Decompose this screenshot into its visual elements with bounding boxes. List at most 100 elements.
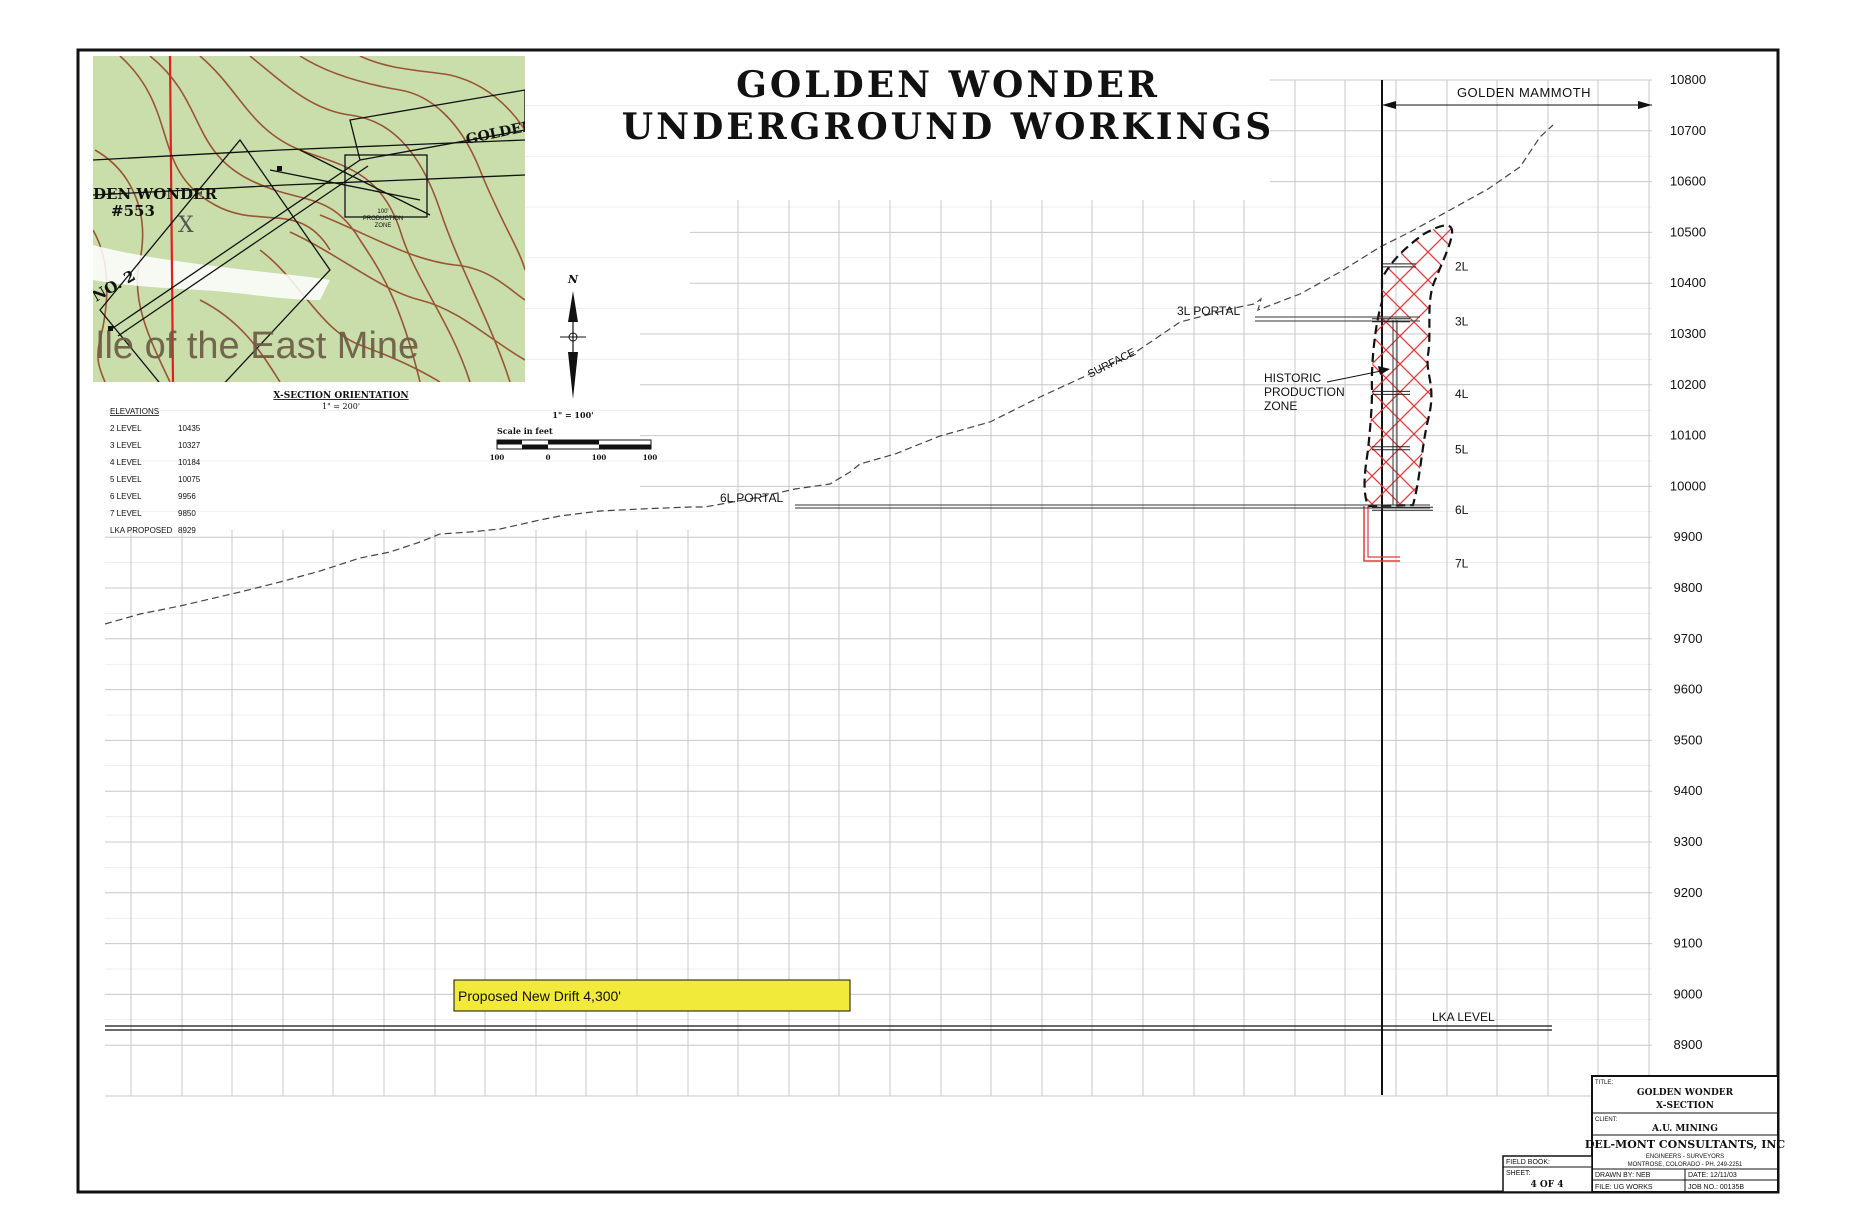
title-block-sheet-value: 4 OF 4 [1530,1180,1563,1190]
elev-row-label: 3 LEVEL [110,441,142,450]
scale-bar-tick: 0 [546,453,551,462]
level-label: 3L [1455,314,1469,328]
map-label-east-mine: lle of the East Mine [96,325,419,367]
inset-caption: X-SECTION ORIENTATION [273,391,408,401]
elevation-tick-label: 10800 [1670,72,1706,87]
elev-row-label: 7 LEVEL [110,509,142,518]
north-arrow-head [568,291,578,322]
inset-caption-scale: 1" = 200' [322,402,360,411]
elev-row-label: LKA PROPOSED [110,526,172,535]
scale-bar-tick: 100 [592,453,607,462]
historic-zone-label-1: HISTORIC [1264,371,1321,385]
map-red-line [168,56,175,382]
elev-row-value: 10435 [178,424,201,433]
portal-3l-label: 3L PORTAL [1177,304,1240,318]
portal-3l-drift: 3L PORTAL [1177,304,1420,322]
scale-bar-seg [522,444,548,449]
elevations-table: ELEVATIONS 2 LEVEL 10435 3 LEVEL 10327 4… [110,407,201,535]
elevation-tick-label: 10000 [1670,478,1706,493]
map-label-x: X [178,213,194,238]
elev-row-label: 5 LEVEL [110,475,142,484]
elevation-tick-label: 10700 [1670,123,1706,138]
scale-bar-title: Scale in feet [497,426,553,436]
elevation-tick-label: 9000 [1674,986,1703,1001]
map-label-production-zone-1: 100' [377,209,388,215]
title-block-firm-sub: ENGINEERS - SURVEYORS [1646,1154,1724,1160]
sheet-border [76,48,1780,1194]
scale-bar-seg [599,444,651,449]
scale-bar-seg [548,440,599,445]
map-portal-marker [108,326,113,331]
lka-level: LKA LEVEL [105,1010,1552,1031]
elev-row-value: 10184 [178,458,201,467]
level-label: 6L [1455,503,1469,517]
scale-bar: Scale in feet 100 0 100 100 [490,426,658,462]
golden-mammoth-dimension: GOLDEN MAMMOTH [1381,83,1652,110]
title-block-firm: DEL-MONT CONSULTANTS, INC [1585,1138,1786,1151]
title-block-title-1: GOLDEN WONDER [1637,1088,1734,1098]
title-block-job-no: JOB NO.: 00135B [1688,1184,1744,1191]
map-label-claim-number: #553 [111,202,155,220]
elev-row-value: 10327 [178,441,201,450]
dimension-arrow-left [1382,101,1396,109]
historic-production-zone [1363,224,1454,562]
title-block: TITLE: GOLDEN WONDER X-SECTION CLIENT: A… [1502,1075,1786,1193]
elev-row-label: 2 LEVEL [110,424,142,433]
historic-zone-label-3: ZONE [1264,399,1297,413]
portal-6l-label: 6L PORTAL [720,491,783,505]
title-block-field-book: FIELD BOOK: [1506,1159,1550,1166]
map-label-production-zone-2: PRODUCTION [363,216,403,222]
title-block-sheet-label: SHEET: [1506,1170,1531,1177]
title-block-client: A.U. MINING [1651,1124,1718,1134]
title-block-drawn-by: DRAWN BY: NEB [1595,1172,1651,1179]
title-block-title-label: TITLE: [1595,1080,1613,1086]
elevation-tick-label: 10600 [1670,174,1706,189]
elevation-tick-label: 9300 [1674,834,1703,849]
title-block-firm-addr: MONTROSE, COLORADO - PH. 249-2251 [1628,1162,1743,1168]
title-block-title-2: X-SECTION [1656,1101,1714,1111]
elev-row-value: 9850 [178,509,196,518]
elevation-tick-label: 10100 [1670,428,1706,443]
level-label: 2L [1455,259,1469,273]
mine-levels: 2L 3L 4L 5L 6L 7L [1372,259,1469,571]
elev-row-value: 9956 [178,492,196,501]
elevation-tick-label: 9700 [1674,631,1703,646]
level-label: 4L [1455,387,1469,401]
elevation-tick-label: 9500 [1674,732,1703,747]
elevations-heading: ELEVATIONS [110,407,159,416]
title-block-file: FILE: UG WORKS [1595,1184,1653,1191]
elev-row-value: 8929 [178,526,196,535]
elevation-tick-label: 9600 [1674,682,1703,697]
portal-6l-drift: 6L PORTAL [720,491,1430,509]
proposed-drift-box [453,979,851,1012]
level-label: 7L [1455,557,1469,571]
scale-bar-seg [497,440,522,445]
elevation-tick-label: 10300 [1670,326,1706,341]
map-portal-marker [277,166,282,171]
elev-row-label: 6 LEVEL [110,492,142,501]
elevation-tick-label: 9900 [1674,529,1703,544]
elevation-tick-label: 10500 [1670,224,1706,239]
drawing-title-line2: UNDERGROUND WORKINGS [622,106,1274,148]
surface-label: SURFACE [1086,346,1138,380]
historic-zone-leader-arrow [1378,366,1390,375]
level-label: 5L [1455,442,1469,456]
seven-level-workings [1363,506,1400,562]
elevation-tick-label: 10400 [1670,275,1706,290]
historic-zone-leader [1326,369,1387,383]
title-block-client-label: CLIENT: [1595,1117,1618,1123]
elevation-tick-label: 8900 [1674,1037,1703,1052]
map-label-production-zone-3: ZONE [375,223,392,229]
proposed-drift-label: Proposed New Drift 4,300' [458,988,621,1004]
dimension-arrow-right [1638,101,1652,109]
elevation-axis: 1080010700106001050010400103001020010100… [1670,72,1706,1052]
scale-bar-tick: 100 [643,453,658,462]
elev-row-value: 10075 [178,475,201,484]
title-block-date: DATE: 12/11/03 [1688,1172,1737,1179]
golden-mammoth-label: GOLDEN MAMMOTH [1457,85,1591,100]
elevation-tick-label: 9400 [1674,783,1703,798]
north-arrow-scale: 1" = 100' [552,410,593,420]
drawing-title-line1: GOLDEN WONDER [736,64,1160,106]
map-claim-outlines [93,89,525,382]
north-arrow-tail [568,352,578,399]
